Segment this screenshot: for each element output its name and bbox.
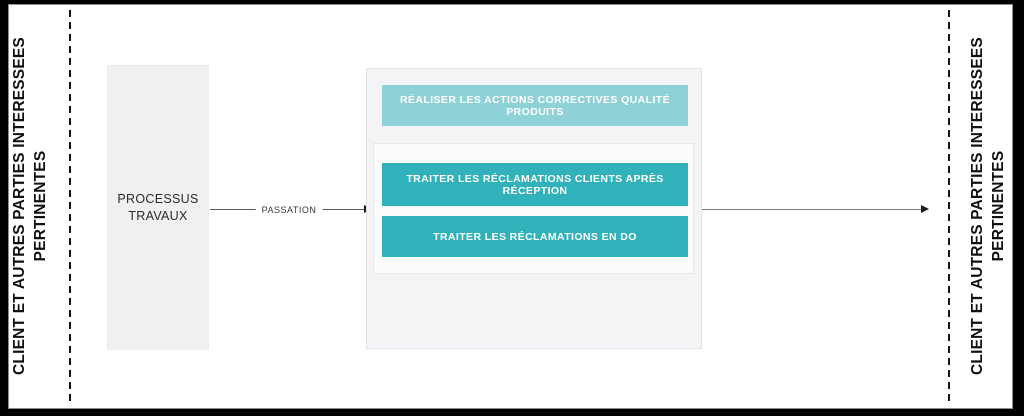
- passation-flow-label: PASSATION: [255, 204, 323, 216]
- activity-node-reclamations-clients[interactable]: TRAITER LES RÉCLAMATIONS CLIENTS APRÈS R…: [382, 163, 688, 206]
- lane-label-right-line2: PERTINENTES: [990, 150, 1007, 262]
- activity-node-label: TRAITER LES RÉCLAMATIONS CLIENTS APRÈS R…: [406, 172, 664, 197]
- activity-node-label: RÉALISER LES ACTIONS CORRECTIVES QUALITÉ…: [400, 93, 670, 118]
- lane-label-right: CLIENT ET AUTRES PARTIES INTERESSEES PER…: [965, 0, 1011, 416]
- output-flow-line: [702, 209, 922, 210]
- lane-label-left-line1: CLIENT ET AUTRES PARTIES INTERESSEES: [11, 37, 28, 375]
- lane-divider-right: [948, 10, 950, 402]
- activity-node-actions-correctives[interactable]: RÉALISER LES ACTIONS CORRECTIVES QUALITÉ…: [382, 85, 688, 126]
- arrowhead-icon: [921, 205, 929, 213]
- process-travaux-label-line2: TRAVAUX: [128, 208, 188, 223]
- process-travaux-node[interactable]: PROCESSUS TRAVAUX: [107, 65, 209, 350]
- lane-label-left: CLIENT ET AUTRES PARTIES INTERESSEES PER…: [7, 0, 53, 416]
- lane-label-left-line2: PERTINENTES: [32, 150, 49, 262]
- activity-node-reclamations-do[interactable]: TRAITER LES RÉCLAMATIONS EN DO: [382, 216, 688, 257]
- lane-label-right-line1: CLIENT ET AUTRES PARTIES INTERESSEES: [969, 37, 986, 375]
- activity-node-label: TRAITER LES RÉCLAMATIONS EN DO: [433, 230, 637, 243]
- process-travaux-label-line1: PROCESSUS: [117, 191, 199, 206]
- lane-divider-left: [69, 10, 71, 402]
